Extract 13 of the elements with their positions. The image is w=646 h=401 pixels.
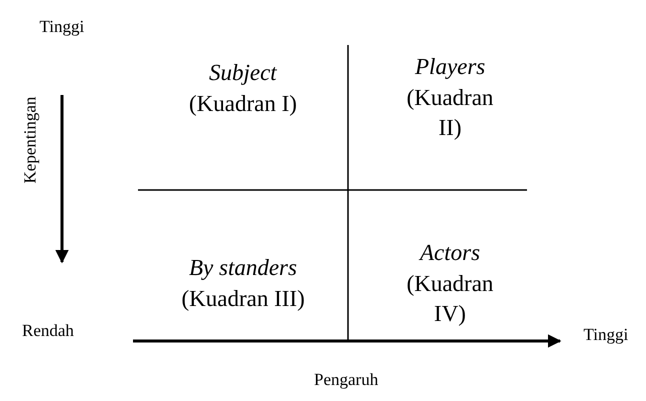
quadrant-label: (Kuadran IV) (406, 270, 494, 328)
quadrant-label: (Kuadran III) (182, 285, 305, 313)
quadrant-title: Players (415, 53, 486, 81)
axis-label: Rendah (22, 320, 74, 342)
quadrant-title: Subject (209, 59, 277, 87)
quadrant-label: (Kuadran II) (406, 84, 494, 142)
axis-label: Tinggi (40, 16, 84, 38)
quadrant-label: (Kuadran I) (189, 90, 297, 118)
quadrant-title: By standers (189, 254, 297, 282)
quadrant-title: Actors (420, 239, 480, 267)
axis-label: Kepentingan (18, 96, 40, 184)
axis-label: Pengaruh (314, 369, 378, 391)
axis-label: Tinggi (584, 324, 628, 346)
